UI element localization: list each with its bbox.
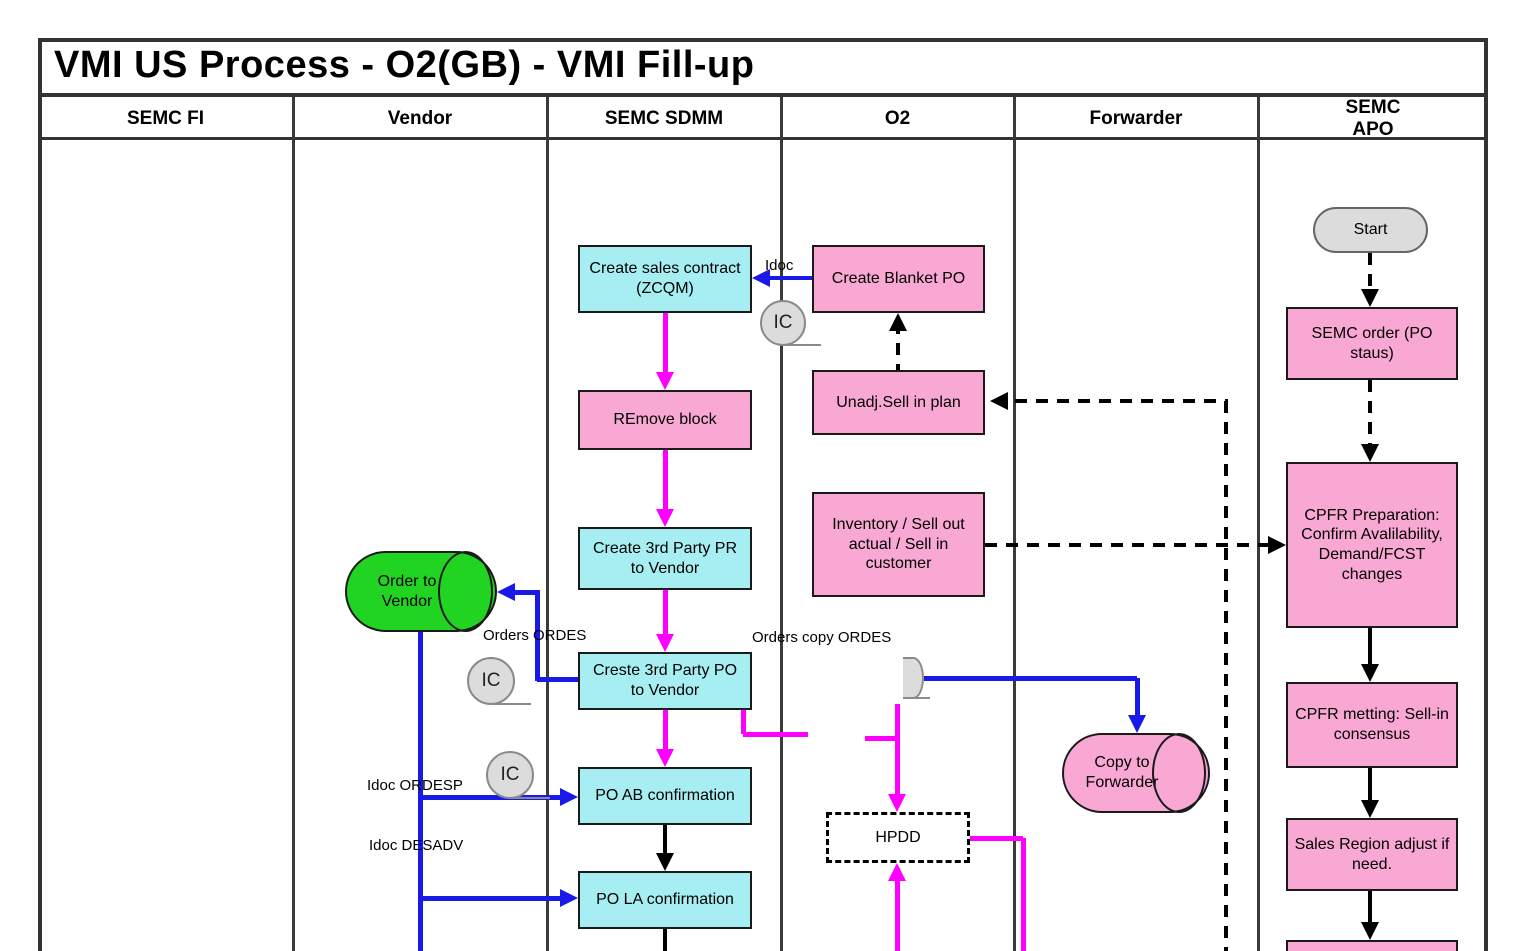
arrowhead-up bbox=[888, 863, 906, 881]
arrowhead-down bbox=[656, 372, 674, 390]
inventory-sell-out: Inventory / Sell out actual / Sell in cu… bbox=[812, 492, 985, 597]
ic-symbol-1: IC bbox=[760, 300, 821, 346]
tape-tail bbox=[512, 797, 550, 799]
connector-segment bbox=[1368, 768, 1372, 812]
tape-tail bbox=[913, 697, 930, 699]
arrowhead-left bbox=[752, 269, 770, 287]
connector-segment bbox=[663, 450, 668, 521]
creste-3rd-party-po: Creste 3rd Party PO to Vendor bbox=[578, 652, 752, 710]
connector-segment bbox=[970, 836, 1023, 841]
connector-segment bbox=[895, 868, 900, 951]
ic-symbol-3: IC bbox=[486, 751, 550, 799]
create-blanket-po: Create Blanket PO bbox=[812, 245, 985, 313]
lane-divider-1 bbox=[292, 97, 295, 951]
lane-header-5: SEMC APO bbox=[1345, 96, 1401, 140]
title-band bbox=[38, 38, 1488, 97]
connector-segment bbox=[741, 710, 746, 734]
connector-segment bbox=[994, 399, 1228, 403]
arrowhead-down bbox=[1361, 664, 1379, 682]
create-3rd-party-pr: Create 3rd Party PR to Vendor bbox=[578, 527, 752, 590]
lane-divider-2 bbox=[546, 97, 549, 951]
lane-header-0: SEMC FI bbox=[126, 107, 205, 129]
connector-segment bbox=[895, 704, 900, 806]
hpdd: HPDD bbox=[826, 812, 970, 863]
apo-next-step bbox=[1286, 940, 1458, 951]
arrowhead-right bbox=[560, 788, 578, 806]
connector-segment bbox=[924, 676, 1137, 681]
start: Start bbox=[1313, 207, 1428, 253]
connector-segment bbox=[663, 825, 667, 865]
lane-divider-3 bbox=[780, 97, 783, 951]
arrowhead-down bbox=[656, 853, 674, 871]
connector-segment bbox=[1021, 838, 1026, 951]
connector-segment bbox=[503, 590, 540, 595]
connector-segment bbox=[1368, 628, 1372, 676]
connector-segment bbox=[985, 543, 1281, 547]
arrowhead-down bbox=[1361, 922, 1379, 940]
label-idoc-desadv: Idoc DESADV bbox=[369, 837, 464, 854]
arrowhead-right bbox=[560, 889, 578, 907]
connector-segment bbox=[418, 632, 423, 951]
arrowhead-down bbox=[1361, 444, 1379, 462]
connector-segment bbox=[1368, 253, 1372, 301]
connector-segment bbox=[865, 736, 897, 741]
arrowhead-up bbox=[889, 313, 907, 331]
connector-segment bbox=[663, 929, 667, 951]
arrowhead-down bbox=[888, 794, 906, 812]
lane-divider-4 bbox=[1013, 97, 1016, 951]
ic-symbol-4 bbox=[903, 657, 930, 699]
cpfr-meeting: CPFR metting: Sell-in consensus bbox=[1286, 682, 1458, 768]
connector-segment bbox=[420, 795, 572, 800]
ic-symbol-2: IC bbox=[467, 657, 531, 705]
label-idoc: Idoc bbox=[765, 257, 794, 274]
connector-segment bbox=[1368, 380, 1372, 456]
connector-segment bbox=[743, 732, 808, 737]
po-ab-confirmation: PO AB confirmation bbox=[578, 767, 752, 825]
connector-segment bbox=[1224, 401, 1228, 951]
arrowhead-down bbox=[656, 749, 674, 767]
connector-segment bbox=[420, 896, 572, 901]
po-la-confirmation: PO LA confirmation bbox=[578, 871, 752, 929]
lane-header-4: Forwarder bbox=[1089, 107, 1183, 129]
arrowhead-down bbox=[656, 634, 674, 652]
label-orders-ordes: Orders ORDES bbox=[483, 627, 587, 644]
cpfr-preparation: CPFR Preparation: Confirm Avalilability,… bbox=[1286, 462, 1458, 628]
arrowhead-down bbox=[1128, 715, 1146, 733]
copy-to-forwarder: Copy to Forwarder bbox=[1062, 733, 1210, 813]
diagram-title: VMI US Process - O2(GB) - VMI Fill-up bbox=[54, 44, 755, 86]
arrowhead-down bbox=[1361, 800, 1379, 818]
header-band bbox=[38, 97, 1488, 140]
create-sales-contract: Create sales contract (ZCQM) bbox=[578, 245, 752, 313]
connector-segment bbox=[537, 677, 578, 682]
connector-segment bbox=[663, 590, 668, 646]
arrowhead-left bbox=[990, 392, 1008, 410]
arrowhead-right bbox=[1268, 536, 1286, 554]
semc-order-po-status: SEMC order (PO staus) bbox=[1286, 307, 1458, 380]
remove-block: REmove block bbox=[578, 390, 752, 450]
connector-segment bbox=[535, 592, 540, 681]
connector-segment bbox=[756, 276, 812, 280]
lane-header-1: Vendor bbox=[387, 107, 453, 129]
order-to-vendor: Order to Vendor bbox=[345, 551, 497, 632]
lane-divider-5 bbox=[1257, 97, 1260, 951]
tape-tail bbox=[785, 344, 821, 346]
cylinder-rim bbox=[438, 551, 493, 632]
connector-segment bbox=[663, 313, 668, 384]
connector-segment bbox=[896, 322, 900, 370]
connector-segment bbox=[1368, 891, 1372, 934]
connector-segment bbox=[663, 710, 668, 761]
lane-header-2: SEMC SDMM bbox=[604, 107, 724, 129]
label-orders-copy-ordes: Orders copy ORDES bbox=[752, 629, 892, 646]
lane-header-3: O2 bbox=[884, 107, 911, 129]
connector-segment bbox=[1135, 678, 1140, 727]
arrowhead-down bbox=[1361, 289, 1379, 307]
tape-tail bbox=[493, 703, 531, 705]
sales-region-adjust: Sales Region adjust if need. bbox=[1286, 818, 1458, 891]
unadj-sell-in-plan: Unadj.Sell in plan bbox=[812, 370, 985, 435]
label-idoc-ordesp: Idoc ORDESP bbox=[367, 777, 463, 794]
diagram-frame bbox=[38, 38, 1488, 951]
cylinder-rim bbox=[1152, 733, 1206, 813]
arrowhead-down bbox=[656, 509, 674, 527]
arrowhead-left bbox=[497, 583, 515, 601]
